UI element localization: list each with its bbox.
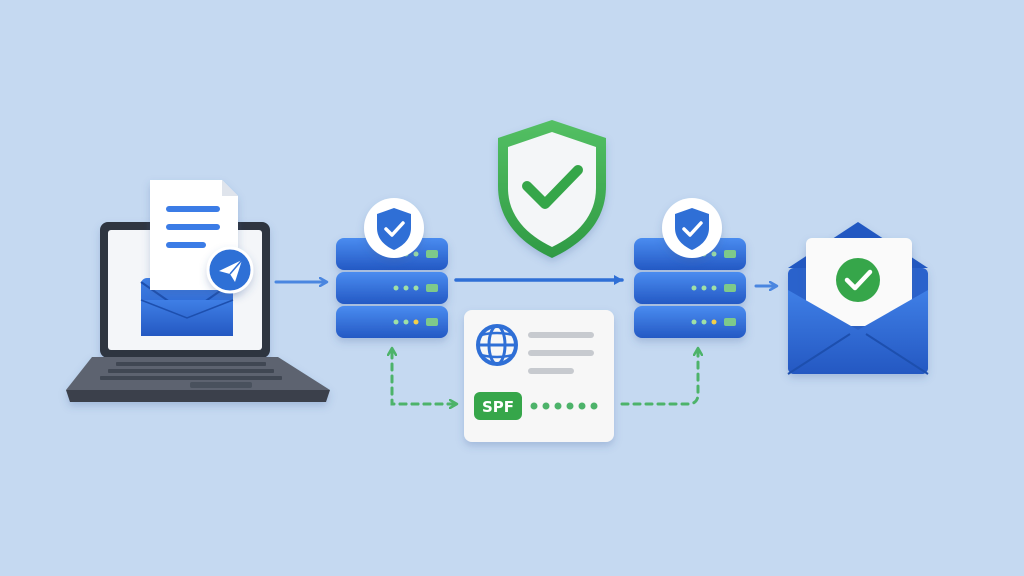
envelope-pocket <box>787 290 929 375</box>
paper-plane-icon <box>206 246 254 294</box>
verified-shield-icon <box>498 120 606 258</box>
spf-badge: SPF <box>474 392 522 420</box>
envelope-fold <box>140 299 234 319</box>
globe-icon <box>476 324 518 366</box>
check-circle-icon <box>836 258 880 302</box>
spf-lookup-arrow-receiver <box>620 350 698 406</box>
spf-progress-dots <box>530 402 598 410</box>
dns-record-lines <box>528 332 594 374</box>
receiver-shield-icon <box>662 198 722 258</box>
receiver-server-icon <box>634 238 746 338</box>
spf-lookup-arrow-sender <box>392 350 456 406</box>
sender-shield-icon <box>364 198 424 258</box>
spf-badge-label: SPF <box>482 398 514 416</box>
